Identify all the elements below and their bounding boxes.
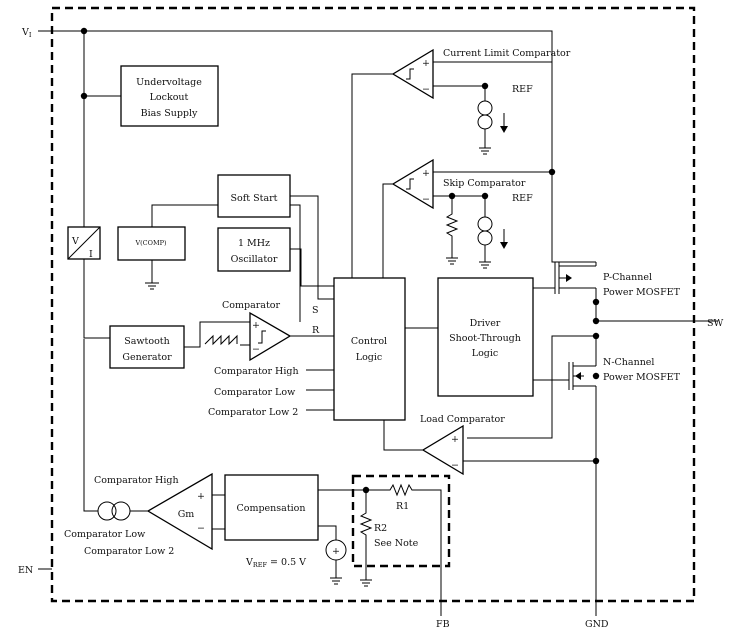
svg-text:REF: REF xyxy=(512,84,533,95)
svg-text:See Note: See Note xyxy=(374,538,419,549)
svg-text:−: − xyxy=(451,460,459,471)
current-limit-label: Current Limit Comparator xyxy=(443,48,571,59)
svg-text:Logic: Logic xyxy=(472,348,498,359)
current-limit-comparator xyxy=(391,48,434,100)
svg-text:+: + xyxy=(422,168,430,179)
vi-pin: VI xyxy=(21,27,32,39)
svg-text:1 MHz: 1 MHz xyxy=(238,238,270,249)
svg-text:−: − xyxy=(197,523,205,534)
svg-text:Soft Start: Soft Start xyxy=(231,193,278,204)
svg-text:R: R xyxy=(312,325,320,336)
svg-text:+: + xyxy=(252,320,260,331)
control-logic-block xyxy=(333,277,406,421)
svg-text:Comparator High: Comparator High xyxy=(94,475,179,486)
skip-comparator-label: Skip Comparator xyxy=(443,178,526,189)
compensation-block xyxy=(224,474,319,541)
sw-pin: SW xyxy=(707,318,724,329)
uvlo-block xyxy=(120,65,219,127)
n-channel-mosfet xyxy=(533,336,597,461)
svg-text:VREF = 0.5 V: VREF = 0.5 V xyxy=(245,557,306,569)
svg-text:P-Channel: P-Channel xyxy=(603,272,652,283)
svg-text:I: I xyxy=(89,249,93,260)
gm-amplifier xyxy=(146,472,213,551)
svg-text:Shoot-Through: Shoot-Through xyxy=(449,333,521,344)
svg-text:V: V xyxy=(71,236,79,247)
svg-text:+: + xyxy=(197,491,205,502)
svg-text:Comparator Low: Comparator Low xyxy=(214,387,295,398)
svg-text:N-Channel: N-Channel xyxy=(603,357,654,368)
gnd-pin: GND xyxy=(585,619,609,630)
pwm-comparator xyxy=(249,311,292,362)
svg-text:Sawtooth: Sawtooth xyxy=(124,336,170,347)
svg-text:−: − xyxy=(252,344,260,355)
svg-text:VI: VI xyxy=(21,27,32,39)
en-pin: EN xyxy=(18,565,33,576)
svg-text:Undervoltage: Undervoltage xyxy=(136,77,202,88)
oscillator-block xyxy=(217,227,291,272)
sawtooth-waveform-icon xyxy=(204,334,238,346)
svg-text:+: + xyxy=(422,58,430,69)
svg-text:Oscillator: Oscillator xyxy=(231,254,278,265)
device-boundary xyxy=(50,6,696,603)
svg-text:R1: R1 xyxy=(396,501,409,512)
svg-text:Comparator Low 2: Comparator Low 2 xyxy=(84,546,174,557)
svg-text:Power MOSFET: Power MOSFET xyxy=(603,287,681,298)
svg-text:+: + xyxy=(451,434,459,445)
p-channel-mosfet xyxy=(533,262,597,321)
fb-pin: FB xyxy=(436,619,450,630)
svg-text:Logic: Logic xyxy=(356,352,382,363)
svg-text:Comparator Low: Comparator Low xyxy=(64,529,145,540)
svg-text:Driver: Driver xyxy=(470,318,501,329)
svg-text:V(COMP): V(COMP) xyxy=(134,239,167,247)
svg-text:Control: Control xyxy=(351,336,387,347)
svg-text:−: − xyxy=(422,194,430,205)
svg-text:S: S xyxy=(312,305,319,316)
svg-text:Gm: Gm xyxy=(178,509,195,520)
svg-text:+: + xyxy=(332,546,340,557)
svg-text:Comparator High: Comparator High xyxy=(214,366,299,377)
svg-text:−: − xyxy=(422,84,430,95)
load-comparator xyxy=(421,424,464,476)
driver-block xyxy=(437,277,534,397)
svg-text:Comparator Low 2: Comparator Low 2 xyxy=(208,407,298,418)
load-comparator-label: Load Comparator xyxy=(420,414,505,425)
svg-text:Bias Supply: Bias Supply xyxy=(141,108,198,119)
svg-text:Compensation: Compensation xyxy=(236,503,305,514)
skip-comparator xyxy=(391,158,434,210)
svg-text:REF: REF xyxy=(512,193,533,204)
pwm-comparator-label: Comparator xyxy=(222,300,280,311)
svg-text:R2: R2 xyxy=(374,523,387,534)
feedback-divider-box xyxy=(351,474,451,568)
svg-text:Generator: Generator xyxy=(122,352,172,363)
svg-text:Lockout: Lockout xyxy=(150,92,189,103)
svg-text:Power MOSFET: Power MOSFET xyxy=(603,372,681,383)
